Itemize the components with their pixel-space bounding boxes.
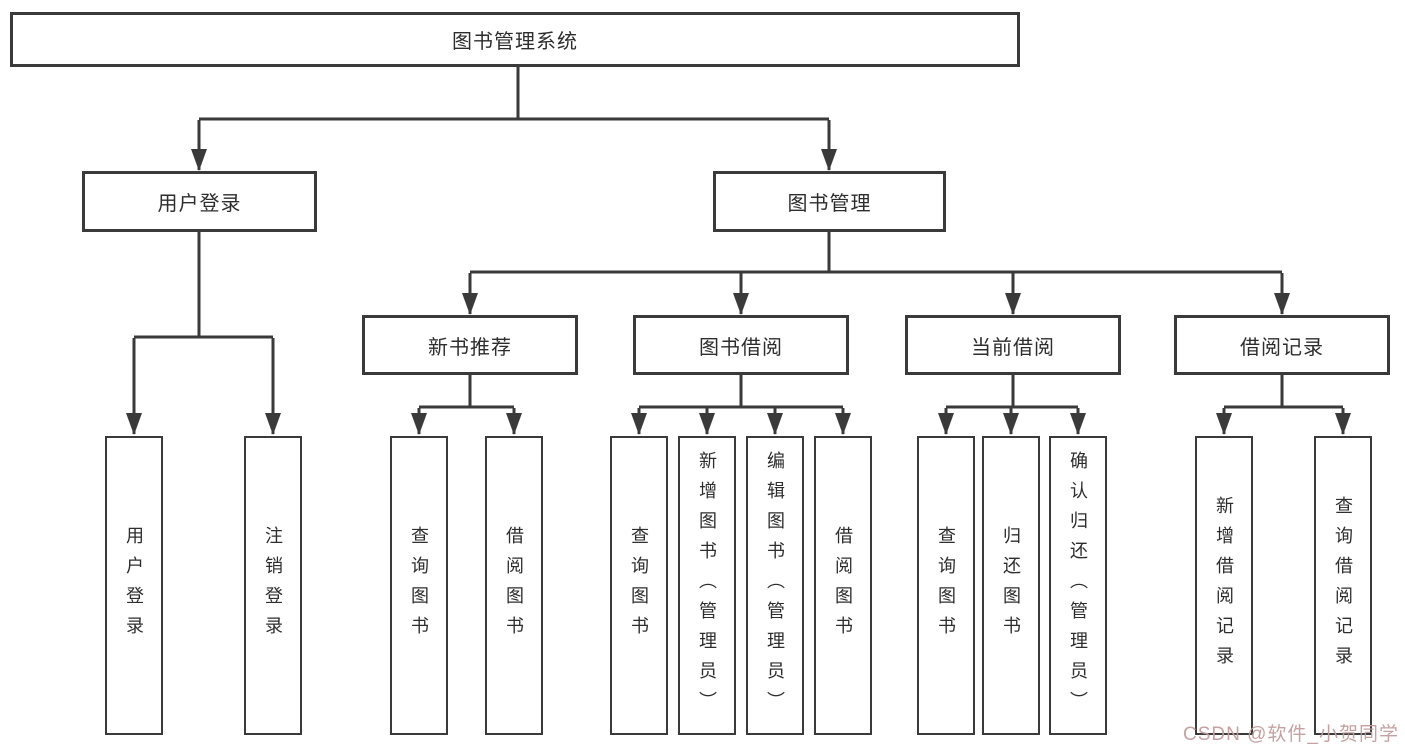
csdn-watermark: CSDN @软件_小贺同学 <box>1183 724 1399 745</box>
node-user-login: 用户登录 <box>82 171 317 232</box>
leaf-label: 查询借阅记录 <box>1333 495 1353 676</box>
node-leaf-cb-query-book: 查询图书 <box>917 436 975 735</box>
leaf-label: 编辑图书（管理员） <box>765 450 785 721</box>
node-leaf-cb-confirm-return: 确认归还（管理员） <box>1049 436 1107 735</box>
node-leaf-bb-add-book: 新增图书（管理员） <box>678 436 736 735</box>
leaf-label: 借阅图书 <box>833 525 853 646</box>
node-leaf-br-query-record: 查询借阅记录 <box>1314 436 1372 735</box>
leaf-label: 新增借阅记录 <box>1214 495 1234 676</box>
leaf-label: 新增图书（管理员） <box>697 450 717 721</box>
node-leaf-bb-edit-book: 编辑图书（管理员） <box>746 436 804 735</box>
node-leaf-logout: 注销登录 <box>244 436 302 735</box>
leaf-label: 注销登录 <box>263 525 283 646</box>
node-book-management-system: 图书管理系统 <box>10 12 1020 67</box>
node-leaf-nb-borrow-book: 借阅图书 <box>485 436 543 735</box>
node-book-borrow: 图书借阅 <box>633 315 849 375</box>
node-book-management: 图书管理 <box>713 171 946 232</box>
node-leaf-nb-query-book: 查询图书 <box>390 436 448 735</box>
leaf-label: 确认归还（管理员） <box>1068 450 1088 721</box>
leaf-label: 查询图书 <box>629 525 649 646</box>
node-leaf-bb-query-book: 查询图书 <box>610 436 668 735</box>
leaf-label: 查询图书 <box>409 525 429 646</box>
node-leaf-br-add-record: 新增借阅记录 <box>1195 436 1253 735</box>
node-current-borrow: 当前借阅 <box>905 315 1121 375</box>
node-leaf-user-login: 用户登录 <box>105 436 163 735</box>
node-leaf-cb-return-book: 归还图书 <box>982 436 1040 735</box>
node-borrow-record: 借阅记录 <box>1174 315 1390 375</box>
node-leaf-bb-borrow-book: 借阅图书 <box>814 436 872 735</box>
leaf-label: 借阅图书 <box>504 525 524 646</box>
leaf-label: 用户登录 <box>124 525 144 646</box>
leaf-label: 查询图书 <box>936 525 956 646</box>
node-new-book-recommend: 新书推荐 <box>362 315 578 375</box>
leaf-label: 归还图书 <box>1001 525 1021 646</box>
